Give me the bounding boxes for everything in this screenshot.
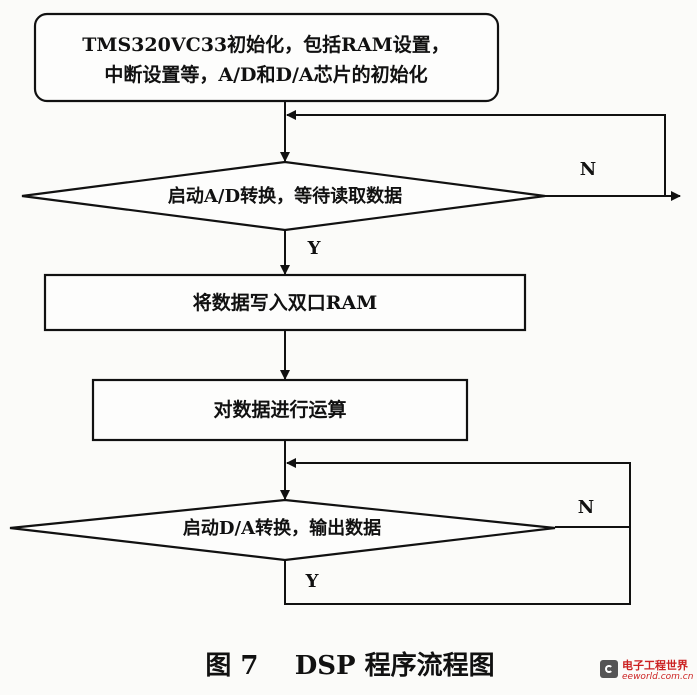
watermark-en: eeworld.com.cn xyxy=(622,672,694,682)
loop-da-no xyxy=(286,458,631,528)
watermark-logo: 电子工程世界 eeworld.com.cn xyxy=(600,654,695,694)
decision-da-yes-label: Y xyxy=(305,571,320,592)
compute-box xyxy=(91,378,469,442)
decision-ad-yes-label: Y xyxy=(307,238,322,259)
line-da-yes xyxy=(284,527,631,605)
eeworld-logo-icon xyxy=(600,660,618,678)
decision-ad xyxy=(21,160,546,232)
loop-ad-no xyxy=(286,110,666,196)
init-line-2: 中断设置等，A/D和D/A芯片的初始化 xyxy=(104,63,427,86)
decision-da-text: 启动D/A转换，输出数据 xyxy=(183,517,381,539)
write-box-text: 将数据写入双口RAM xyxy=(193,291,378,314)
decision-da-no-label: N xyxy=(578,497,594,518)
init-box xyxy=(33,12,500,103)
init-line-1: TMS320VC33初始化，包括RAM设置， xyxy=(82,33,449,56)
compute-box-text: 对数据进行运算 xyxy=(213,398,346,421)
decision-da xyxy=(9,498,556,562)
decision-ad-text: 启动A/D转换，等待读取数据 xyxy=(168,185,402,207)
watermark-cn: 电子工程世界 xyxy=(622,659,688,672)
figure-caption: 图 7 DSP 程序流程图 xyxy=(205,650,494,681)
decision-ad-no-label: N xyxy=(580,159,596,180)
